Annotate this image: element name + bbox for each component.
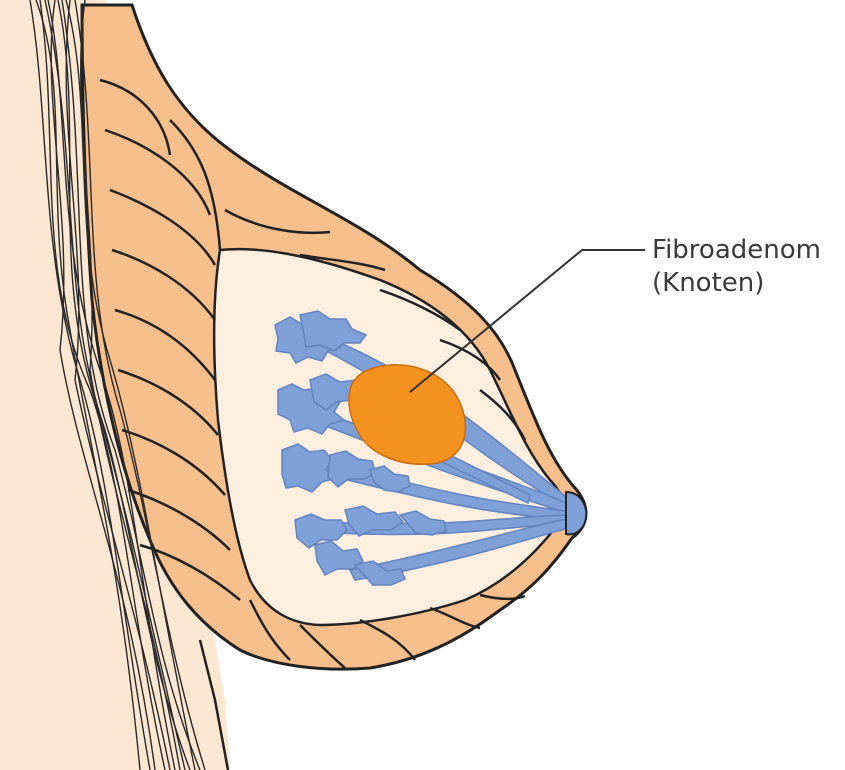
annotation-label-line2: (Knoten) [652,268,764,298]
annotation-label-line1: Fibroadenom [652,235,821,265]
